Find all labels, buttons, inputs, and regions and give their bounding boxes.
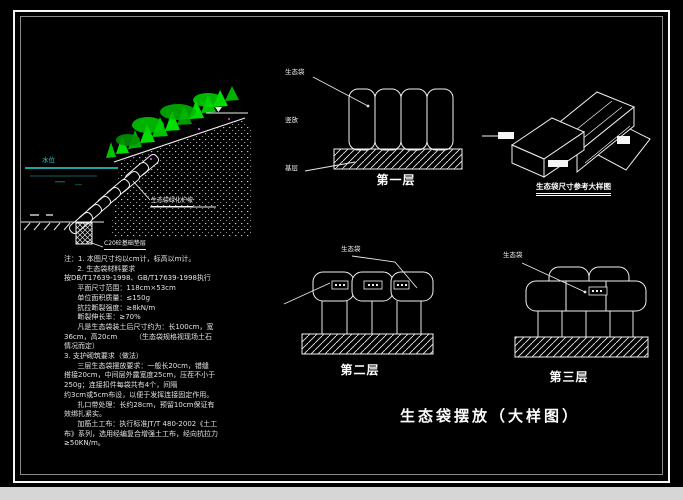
note-line: 注：1. 本图尺寸均以cm计，标高以m计。 — [64, 255, 196, 263]
layer3-diagram — [514, 262, 649, 358]
note-line: 搭接20cm，中间层外露宽度25cm，压茬不小于 — [64, 371, 216, 380]
layer2-leaders — [283, 255, 418, 305]
layer1-leaders — [304, 76, 370, 172]
note-line: 2. 生态袋材料要求 — [64, 264, 136, 273]
layer3-tag — [588, 286, 608, 296]
note-line: 约3cm或5cm布设，以便于发挥连接固定作用。 — [64, 390, 214, 399]
layer3-bag-label: 生态袋 — [503, 251, 523, 259]
slope-cross-section — [20, 86, 252, 248]
notes-block: 注：1. 本图尺寸均以cm计，标高以m计。 2. 生态袋材料要求按DB/T176… — [64, 255, 276, 449]
layer1-bags — [348, 88, 454, 151]
note-line: 效绑扎紧实。 — [64, 410, 106, 419]
water-lines — [25, 167, 118, 186]
ground-line — [20, 214, 104, 231]
layer3-lower-bags — [537, 311, 634, 337]
iso-dim-tag — [617, 136, 630, 144]
vegetation — [106, 86, 239, 160]
slope-label-leader — [132, 180, 216, 208]
note-line: 单位面积质量：≤150g — [64, 293, 151, 302]
layer2-tags — [331, 280, 410, 290]
iso-dim-tag — [548, 160, 568, 167]
layer2-title: 第二层 — [340, 363, 380, 377]
foundation-label: C20砼基础垫层 — [104, 240, 146, 250]
note-line: 3. 支护砌筑要求（做法） — [64, 352, 143, 361]
note-line: 布》系列，选用经编复合增强土工布，经向抗拉力 — [64, 429, 218, 438]
note-line: 三层生态袋摆放要求：一般长20cm，错缝 — [64, 361, 209, 370]
note-line: 36cm，高20cm （生态袋规格视现场土石 — [64, 332, 212, 341]
layer2-base — [301, 333, 434, 355]
main-title: 生态袋摆放（大样图） — [400, 407, 581, 425]
stepped-bags — [68, 153, 160, 235]
layer1-diagram — [304, 76, 463, 172]
iso-title: 生态袋尺寸参考大样图 — [536, 181, 611, 196]
note-line: 平面尺寸范围：118cm×53cm — [64, 284, 176, 293]
note-line: 扎口带处理：长约28cm，预留10cm保证有 — [64, 400, 215, 409]
note-line: 加筋土工布：执行标准JT/T 480-2002《土工 — [64, 419, 218, 428]
water-level-label: 水位 — [42, 156, 55, 164]
note-line: 250g；连接扣件每袋共有4个，间隔 — [64, 381, 178, 390]
layer2-bag-label: 生态袋 — [341, 245, 361, 253]
slope-soil-hatch — [110, 119, 252, 238]
foundation-block — [75, 222, 93, 245]
layer3-base — [514, 336, 649, 358]
note-line: 按DB/T17639-1998、GB/T17639-1998执行 — [64, 274, 211, 283]
layer3-leader — [521, 262, 587, 294]
layer1-placement-label: 竖放 — [285, 116, 298, 124]
note-line: 断裂伸长率：≥70% — [64, 313, 141, 322]
slope-label: 生态袋绿化护坡 — [151, 197, 194, 207]
drawing-border-outer — [13, 10, 670, 483]
drawing-border-inner — [20, 16, 663, 475]
bottom-strip — [0, 487, 683, 500]
note-line: 抗拉断裂强度：≥8kN/m — [64, 303, 156, 312]
slope-top-line — [113, 117, 246, 163]
layer1-bag-label: 生态袋 — [285, 68, 305, 76]
layer2-diagram — [283, 255, 434, 355]
iso-bag-detail — [482, 91, 651, 178]
iso-dim-tag — [498, 132, 514, 139]
layer3-title: 第三层 — [549, 370, 589, 384]
foundation-leader — [85, 240, 104, 248]
note-line: 情况而定） — [64, 342, 99, 351]
elevation-marker — [206, 107, 248, 114]
layer2-lower-bags — [321, 301, 422, 334]
note-line: ≥50KN/m。 — [64, 439, 105, 448]
layer1-base — [333, 148, 463, 170]
layer1-title: 第一层 — [376, 173, 416, 187]
layer1-base-label: 基层 — [285, 164, 298, 172]
note-line: 凡是生态袋装土后尺寸约为：长100cm，宽 — [64, 322, 214, 331]
